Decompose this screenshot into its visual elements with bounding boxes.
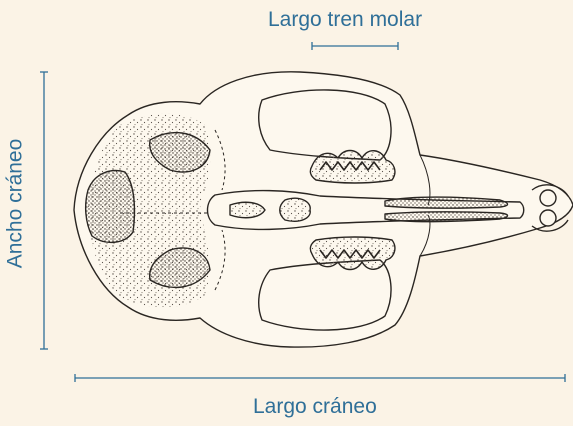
incisive-foramen-upper	[385, 197, 508, 208]
incisive-foramen-lower	[385, 212, 508, 222]
orbit-window-upper	[259, 90, 391, 160]
skull-illustration	[74, 72, 573, 347]
incisor-upper	[540, 190, 556, 206]
orbit-window-lower	[259, 260, 391, 330]
skull-width-label: Ancho cráneo	[5, 134, 26, 274]
skull-length-label: Largo cráneo	[253, 396, 377, 417]
measure-skull-width	[40, 72, 48, 349]
foramen-magnum	[86, 171, 135, 243]
measure-molar-row	[312, 42, 398, 50]
incisor-lower	[540, 210, 556, 226]
molar-row-length-label: Largo tren molar	[268, 9, 422, 30]
measure-skull-length	[75, 374, 565, 382]
